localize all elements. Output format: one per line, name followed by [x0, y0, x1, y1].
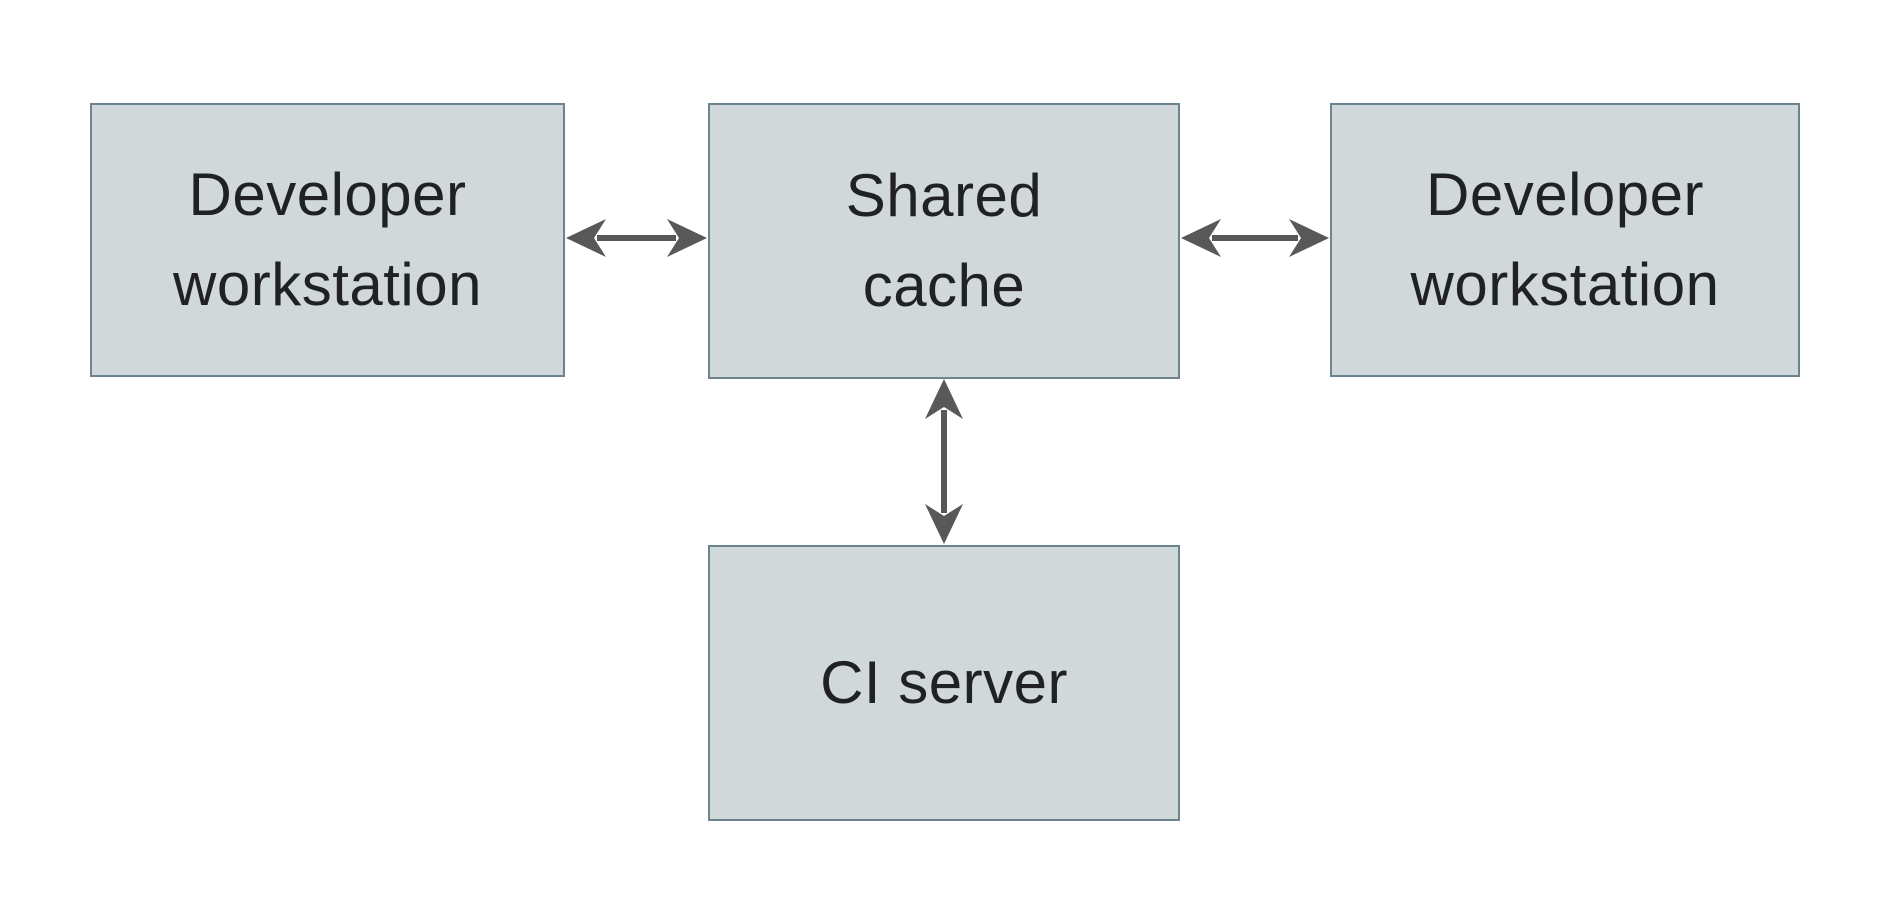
double-arrow-cache-right-workstation	[1181, 219, 1329, 257]
node-developer-workstation-left-label: Developer workstation	[173, 161, 482, 318]
node-developer-workstation-right-label: Developer workstation	[1410, 161, 1720, 318]
node-ci-server: CI server	[708, 545, 1180, 821]
arrowhead-down-icon	[925, 504, 963, 544]
node-shared-cache-label: Shared cache	[845, 162, 1043, 319]
arrowhead-left-icon	[1181, 219, 1221, 257]
double-arrow-cache-ci-server	[925, 379, 963, 544]
arrowhead-right-icon	[667, 219, 707, 257]
arrowhead-right-icon	[1289, 219, 1329, 257]
arrowhead-left-icon	[566, 219, 606, 257]
node-developer-workstation-right: Developer workstation	[1330, 103, 1800, 377]
double-arrow-left-workstation-cache	[566, 219, 707, 257]
node-developer-workstation-left: Developer workstation	[90, 103, 565, 377]
arrowhead-up-icon	[925, 379, 963, 419]
node-shared-cache: Shared cache	[708, 103, 1180, 379]
node-ci-server-label: CI server	[820, 649, 1068, 716]
